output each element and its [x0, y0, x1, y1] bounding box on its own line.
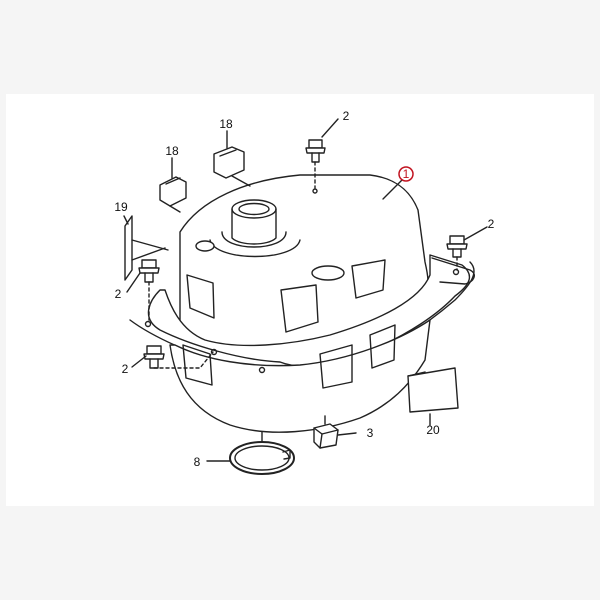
fuel-pump-ring-icon	[229, 431, 295, 475]
callouts: 1 2 2 2 2 3 8 18 18 19 20	[114, 109, 494, 469]
callout-clip-left: 18	[165, 144, 179, 158]
callout-damper: 3	[367, 426, 374, 440]
callout-fuel-pump-ring: 8	[194, 455, 201, 469]
callout-bolt-right: 2	[488, 217, 495, 231]
leader-lines	[123, 118, 488, 462]
bolt-lower-left-icon	[143, 345, 214, 369]
bolt-right-icon	[446, 235, 468, 271]
callout-1-ring-icon	[398, 166, 414, 182]
callout-bolt-left: 2	[115, 287, 122, 301]
callout-label-left: 19	[114, 200, 128, 214]
callout-clip-right: 18	[219, 117, 233, 131]
callout-fuel-tank: 1	[403, 167, 410, 181]
clip-left-icon	[159, 176, 187, 213]
callout-bolt-lower-left: 2	[122, 362, 129, 376]
clip-right-icon	[213, 146, 251, 187]
label-right-icon	[407, 367, 459, 413]
callout-bolt-top: 2	[343, 109, 350, 123]
bolt-top-icon	[305, 139, 326, 189]
label-left-icon	[124, 215, 169, 281]
fuel-tank	[129, 174, 475, 433]
callout-label-right: 20	[426, 423, 440, 437]
damper-icon	[313, 415, 339, 449]
bolt-left-icon	[138, 259, 160, 321]
